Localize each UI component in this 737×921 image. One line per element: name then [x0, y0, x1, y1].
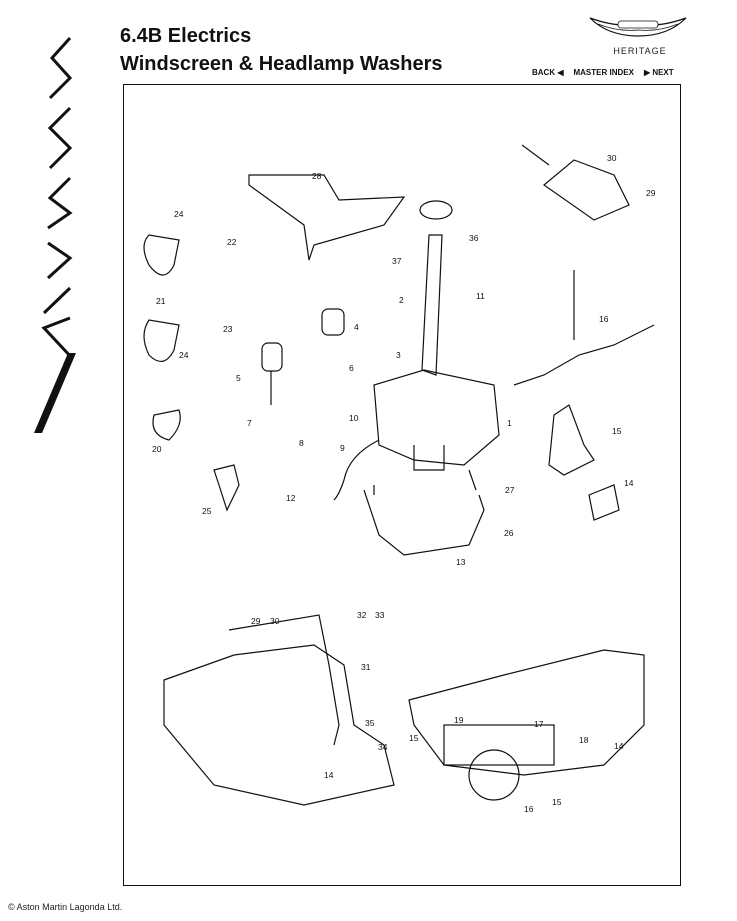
- clip-20: [152, 409, 181, 441]
- detail-right-outline: [408, 649, 645, 776]
- svg-text:24: 24: [174, 209, 184, 219]
- svg-text:15: 15: [409, 733, 419, 743]
- svg-text:32: 32: [357, 610, 367, 620]
- virage-side-logo: [34, 36, 76, 433]
- svg-text:26: 26: [504, 528, 514, 538]
- section-subtitle: Windscreen & Headlamp Washers: [120, 53, 443, 75]
- svg-text:34: 34: [378, 742, 388, 752]
- pump-4: [321, 308, 345, 336]
- svg-text:21: 21: [156, 296, 166, 306]
- svg-text:22: 22: [227, 237, 237, 247]
- master-index-link[interactable]: MASTER INDEX: [573, 68, 634, 77]
- next-link[interactable]: ▶ NEXT: [643, 68, 674, 77]
- svg-text:15: 15: [552, 797, 562, 807]
- svg-text:14: 14: [324, 770, 334, 780]
- page-navigation: BACK ◀ MASTER INDEX ▶ NEXT: [532, 68, 674, 77]
- svg-text:28: 28: [312, 171, 322, 181]
- next-label: NEXT: [652, 68, 674, 77]
- svg-text:30: 30: [607, 153, 617, 163]
- svg-text:33: 33: [375, 610, 385, 620]
- pump-switch: [543, 159, 630, 221]
- svg-text:24: 24: [179, 350, 189, 360]
- svg-text:17: 17: [534, 719, 544, 729]
- svg-text:23: 23: [223, 324, 233, 334]
- svg-text:9: 9: [340, 443, 345, 453]
- svg-text:37: 37: [392, 256, 402, 266]
- bracket-28: [248, 174, 406, 261]
- svg-text:15: 15: [612, 426, 622, 436]
- washer-reservoir: [373, 369, 500, 466]
- svg-text:8: 8: [299, 438, 304, 448]
- svg-text:14: 14: [624, 478, 634, 488]
- svg-text:3: 3: [396, 350, 401, 360]
- hose-16: [513, 324, 655, 386]
- svg-text:19: 19: [454, 715, 464, 725]
- svg-text:20: 20: [152, 444, 162, 454]
- windscreen-pipe-31: [228, 614, 340, 746]
- svg-text:12: 12: [286, 493, 296, 503]
- clip-21-lower: [143, 319, 180, 362]
- pump-5: [261, 342, 283, 372]
- page-title: 6.4B Electrics Windscreen & Headlamp Was…: [120, 22, 443, 78]
- svg-text:35: 35: [365, 718, 375, 728]
- svg-text:29: 29: [251, 616, 261, 626]
- reservoir-tray: [363, 489, 485, 556]
- svg-text:31: 31: [361, 662, 371, 672]
- back-link[interactable]: BACK ◀: [532, 68, 564, 77]
- svg-text:11: 11: [476, 291, 485, 301]
- heritage-label: HERITAGE: [613, 46, 667, 56]
- svg-text:13: 13: [456, 557, 466, 567]
- svg-text:14: 14: [614, 741, 624, 751]
- copyright-notice: © Aston Martin Lagonda Ltd.: [8, 902, 123, 912]
- svg-text:1: 1: [507, 418, 512, 428]
- back-label: BACK: [532, 68, 556, 77]
- svg-text:4: 4: [354, 322, 359, 332]
- svg-text:6: 6: [349, 363, 354, 373]
- nozzle-14: [588, 484, 620, 521]
- svg-text:18: 18: [579, 735, 589, 745]
- svg-text:16: 16: [599, 314, 609, 324]
- svg-text:5: 5: [236, 373, 241, 383]
- clip-21-upper: [143, 234, 180, 276]
- aston-martin-wings-logo: [589, 17, 687, 37]
- radiator-19: [443, 724, 555, 766]
- valve-15: [548, 404, 595, 476]
- svg-text:16: 16: [524, 804, 534, 814]
- svg-text:2: 2: [399, 295, 404, 305]
- svg-text:29: 29: [646, 188, 656, 198]
- svg-text:10: 10: [349, 413, 359, 423]
- detail-left-outline: [163, 644, 395, 806]
- svg-text:7: 7: [247, 418, 252, 428]
- harness-9: [333, 439, 380, 501]
- svg-text:36: 36: [469, 233, 479, 243]
- svg-text:30: 30: [270, 616, 280, 626]
- section-title: 6.4B Electrics: [120, 25, 252, 47]
- component-25: [213, 464, 240, 512]
- filler-neck: [421, 234, 443, 376]
- svg-text:25: 25: [202, 506, 212, 516]
- svg-text:27: 27: [505, 485, 515, 495]
